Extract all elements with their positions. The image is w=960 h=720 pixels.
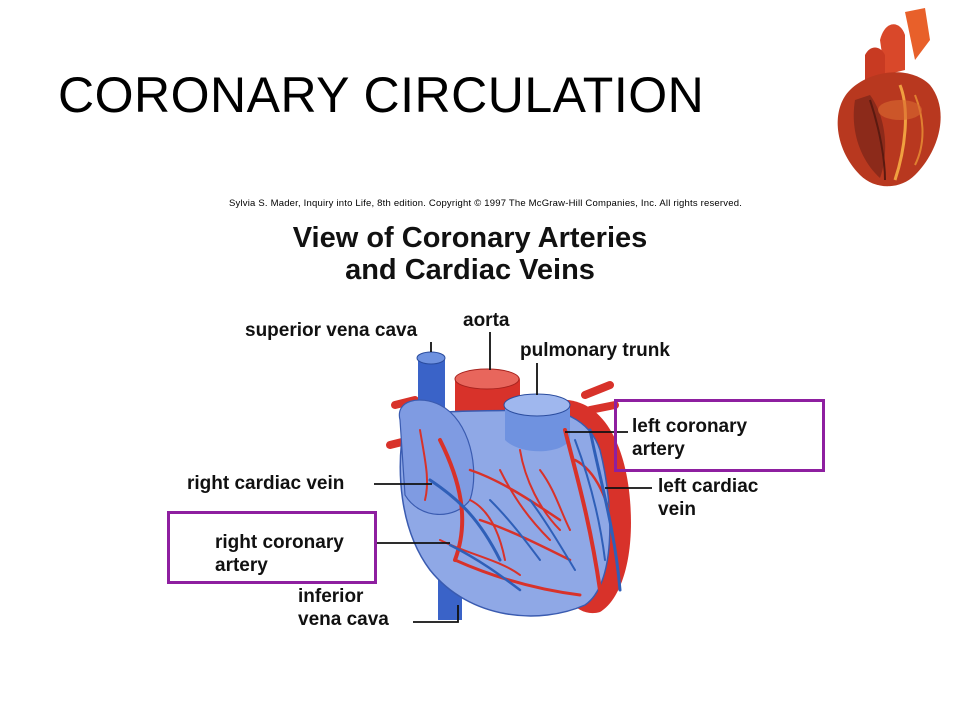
figure-title-line1: View of Coronary Arteries: [292, 222, 648, 254]
pulmonary-trunk-shape: [505, 405, 570, 452]
label-pulmonary-trunk: pulmonary trunk: [520, 340, 670, 361]
label-superior-vena-cava: superior vena cava: [245, 320, 418, 341]
label-left-coronary-artery-line1: left coronary: [632, 416, 748, 437]
label-right-coronary-artery-line1: right coronary: [215, 532, 344, 553]
label-right-cardiac-vein: right cardiac vein: [187, 473, 345, 494]
label-inferior-vena-cava-line1: inferior: [298, 586, 364, 607]
slide-title: CORONARY CIRCULATION: [58, 67, 705, 123]
label-inferior-vena-cava-line2: vena cava: [298, 609, 389, 630]
leader-inferior-vena-cava: [413, 605, 459, 623]
label-left-cardiac-vein-line1: left cardiac: [658, 476, 759, 497]
label-aorta: aorta: [463, 310, 510, 331]
highlight-box-left-coronary-artery: [614, 399, 825, 472]
label-right-coronary-artery-line2: artery: [215, 555, 268, 576]
label-left-cardiac-vein-line2: vein: [658, 499, 697, 520]
label-left-coronary-artery-line2: artery: [632, 439, 685, 460]
figure-title-line2: and Cardiac Veins: [345, 254, 595, 286]
highlight-box-right-coronary-artery: [167, 511, 377, 584]
figure-credit: Sylvia S. Mader, Inquiry into Life, 8th …: [229, 198, 743, 209]
